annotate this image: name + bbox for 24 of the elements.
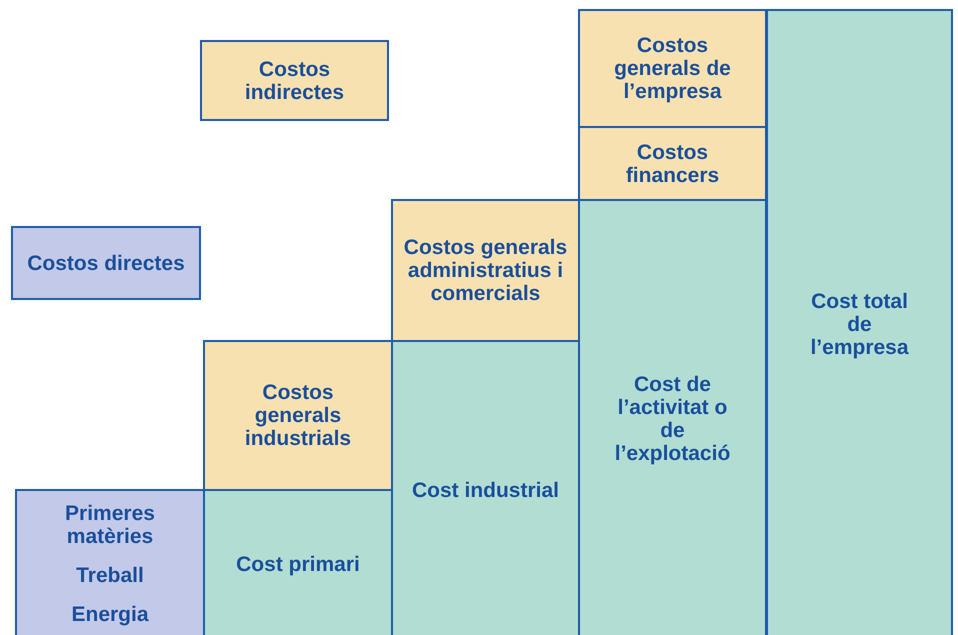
box-label: Cost total de l’empresa [809, 290, 910, 358]
cost-column [391, 340, 580, 635]
box-label: Costos directes [27, 252, 185, 274]
cost-box [200, 40, 389, 121]
cost-column [578, 199, 767, 635]
cost-box [578, 9, 767, 128]
box-label: Costos generals administratius i comercials [402, 236, 568, 305]
box-label: Costos indirectes [244, 58, 346, 104]
cost-column [766, 9, 953, 635]
cost-box [203, 340, 393, 491]
box-label: Cost industrial [412, 478, 559, 502]
box-label: Primeres matèries [64, 502, 156, 548]
box-label: Costos generals de l’empresa [613, 34, 732, 103]
cost-box [11, 226, 201, 300]
box-label: Cost de l’activitat o de l’explotació [614, 373, 732, 465]
box-label: Cost primari [236, 552, 360, 576]
cost-box [15, 489, 205, 635]
box-label: Costos financers [624, 140, 720, 186]
cost-box [391, 199, 580, 342]
box-label: Energia [71, 603, 149, 626]
cost-box [578, 126, 767, 201]
box-label: Treball [76, 564, 144, 587]
box-label: Costos generals industrials [244, 381, 352, 450]
cost-column [203, 489, 393, 635]
